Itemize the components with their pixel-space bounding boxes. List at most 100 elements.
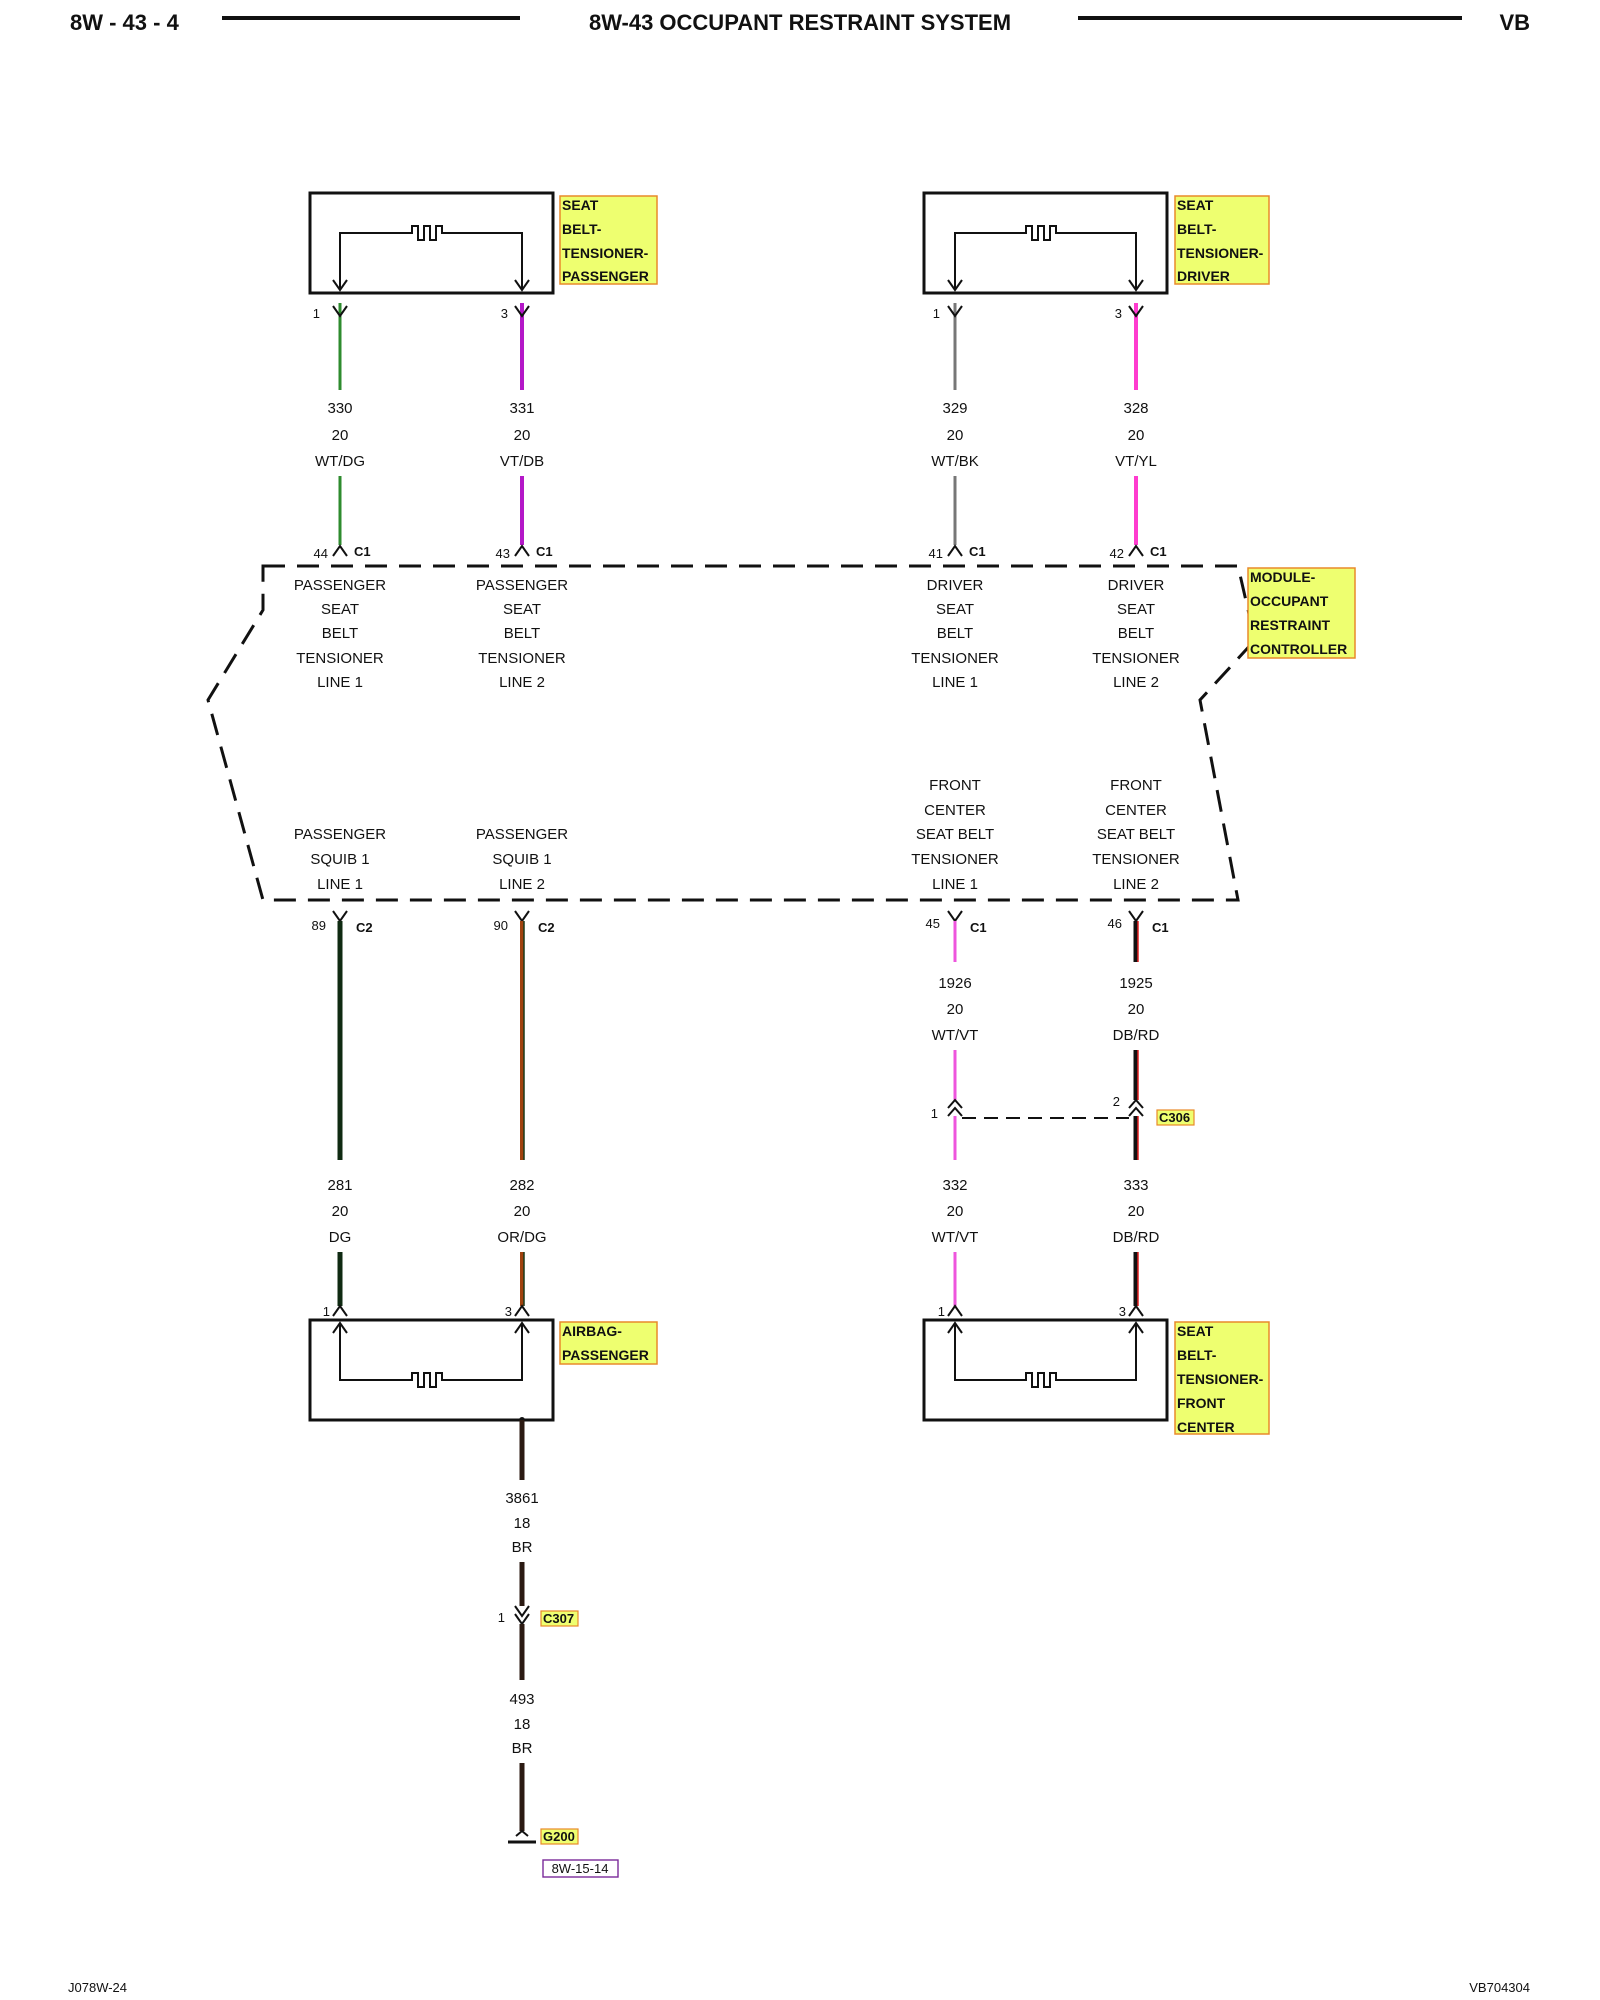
module-text: FRONT: [929, 777, 981, 794]
wire-color: WT/DG: [315, 453, 365, 470]
pin-number: 3: [1115, 306, 1122, 321]
module-label-squib1-line2: PASSENGER SQUIB 1 LINE 2: [476, 826, 568, 893]
tensioner-passenger-component: [308, 191, 555, 295]
module-label-passenger-line1: PASSENGER SEAT BELT TENSIONER LINE 1: [294, 577, 386, 691]
wire-color: DG: [329, 1229, 352, 1246]
pin-number: 1: [938, 1304, 945, 1319]
label-line: PASSENGER: [562, 268, 649, 284]
circuit-number: 282: [509, 1177, 534, 1194]
label-g200: G200: [540, 1828, 579, 1845]
wire-color: WT/BK: [931, 453, 979, 470]
circuit-number: 329: [942, 400, 967, 417]
tensioner-driver-component: [922, 191, 1169, 295]
module-pin: 41: [929, 546, 943, 561]
module-connector: C1: [354, 544, 371, 559]
label-line: CONTROLLER: [1250, 641, 1347, 657]
label-line: OCCUPANT: [1250, 593, 1329, 609]
module-text: LINE 2: [1113, 674, 1159, 691]
module-label-front-center-line1: FRONT CENTER SEAT BELT TENSIONER LINE 1: [911, 777, 999, 893]
wire-color: WT/VT: [932, 1229, 979, 1246]
circuit-number: 331: [509, 400, 534, 417]
module-text: CENTER: [924, 802, 986, 819]
module-text: DRIVER: [927, 577, 984, 594]
module-text: SEAT: [503, 601, 541, 618]
wire-color: DB/RD: [1113, 1027, 1160, 1044]
label-line: BELT-: [562, 221, 602, 237]
label-c306: C306: [1156, 1109, 1195, 1126]
label-line: SEAT: [1177, 1323, 1214, 1339]
module-pin: 44: [314, 546, 328, 561]
footer-right-code: VB704304: [1469, 1980, 1530, 1995]
wire-gauge: 20: [1128, 427, 1145, 444]
module-text: LINE 1: [317, 674, 363, 691]
module-pin: 43: [496, 546, 510, 561]
label-line: BELT-: [1177, 221, 1217, 237]
label-c307: C307: [540, 1610, 579, 1627]
label-line: TENSIONER-: [562, 245, 649, 261]
module-text: DRIVER: [1108, 577, 1165, 594]
module-text: SEAT BELT: [1097, 826, 1175, 843]
module-connector: C2: [538, 920, 555, 935]
wire-gauge: 20: [1128, 1203, 1145, 1220]
connector-id: C307: [543, 1611, 574, 1626]
wire-282: 90 C2 282 20 OR/DG 3: [494, 910, 555, 1319]
wire-color: BR: [512, 1539, 533, 1556]
module-text: TENSIONER: [911, 851, 999, 868]
wire-281: 89 C2 281 20 DG 1: [312, 910, 373, 1319]
module-connector: C1: [536, 544, 553, 559]
wire-color: OR/DG: [497, 1229, 546, 1246]
module-text: LINE 2: [499, 674, 545, 691]
label-tensioner-driver: SEAT BELT- TENSIONER- DRIVER: [1174, 195, 1270, 285]
pin-number: 3: [501, 306, 508, 321]
module-text: LINE 1: [932, 674, 978, 691]
label-line: AIRBAG-: [562, 1323, 622, 1339]
pin-number: 1: [313, 306, 320, 321]
wire-328: 3 328 20 VT/YL 42 C1: [1110, 303, 1167, 561]
label-line: MODULE-: [1250, 569, 1316, 585]
circuit-number: 281: [327, 1177, 352, 1194]
label-line: DRIVER: [1177, 268, 1230, 284]
module-connector: C1: [969, 544, 986, 559]
footer-left-code: J078W-24: [68, 1980, 127, 1995]
reference-text[interactable]: 8W-15-14: [552, 1861, 609, 1876]
module-text: TENSIONER: [1092, 851, 1180, 868]
airbag-passenger-component: [308, 1318, 555, 1422]
module-text: FRONT: [1110, 777, 1162, 794]
module-pin: 42: [1110, 546, 1124, 561]
module-pin: 46: [1108, 916, 1122, 931]
circuit-number: 3861: [505, 1490, 538, 1507]
pin-number: 1: [933, 306, 940, 321]
pin-number: 3: [505, 1304, 512, 1319]
circuit-number: 328: [1123, 400, 1148, 417]
ground-id: G200: [543, 1829, 575, 1844]
reference-link[interactable]: 8W-15-14: [542, 1859, 619, 1878]
label-tensioner-passenger: SEAT BELT- TENSIONER- PASSENGER: [559, 195, 658, 285]
label-airbag-passenger: AIRBAG- PASSENGER: [559, 1321, 658, 1365]
module-text: SQUIB 1: [310, 851, 369, 868]
pin-number: 2: [1113, 1094, 1120, 1109]
module-text: LINE 2: [1113, 876, 1159, 893]
module-label-driver-line2: DRIVER SEAT BELT TENSIONER LINE 2: [1092, 577, 1180, 691]
module-text: TENSIONER: [478, 650, 566, 667]
circuit-number: 1925: [1119, 975, 1152, 992]
label-line: SEAT: [562, 197, 599, 213]
wire-330: 1 330 20 WT/DG 44 C1: [313, 303, 371, 561]
label-line: TENSIONER-: [1177, 245, 1264, 261]
module-text: SEAT: [1117, 601, 1155, 618]
module-text: SEAT BELT: [916, 826, 994, 843]
module-text: PASSENGER: [294, 826, 386, 843]
wire-1925-333: 46 C1 1925 20 DB/RD 2 333 20 DB/RD 3: [1108, 910, 1169, 1319]
module-text: SEAT: [936, 601, 974, 618]
module-outline: [206, 564, 1257, 902]
label-line: PASSENGER: [562, 1347, 649, 1363]
circuit-number: 1926: [938, 975, 971, 992]
module-label-passenger-line2: PASSENGER SEAT BELT TENSIONER LINE 2: [476, 577, 568, 691]
tensioner-front-center-component: [922, 1318, 1169, 1422]
module-label-squib1-line1: PASSENGER SQUIB 1 LINE 1: [294, 826, 386, 893]
module-connector: C2: [356, 920, 373, 935]
module-text: LINE 2: [499, 876, 545, 893]
label-line: TENSIONER-: [1177, 1371, 1264, 1387]
wire-gauge: 20: [947, 1001, 964, 1018]
header-code: VB: [1499, 10, 1530, 35]
